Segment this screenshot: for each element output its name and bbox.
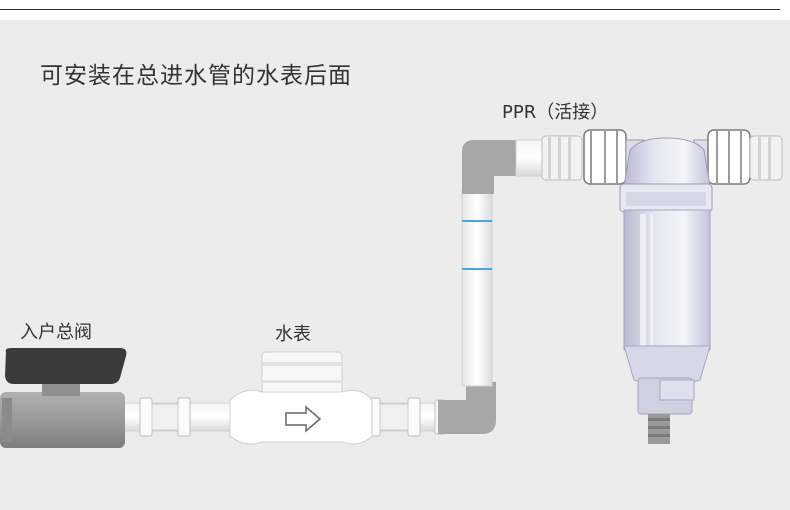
vertical-riser [461, 189, 493, 387]
outlet-pipe [515, 135, 583, 181]
main-valve [0, 348, 127, 448]
top-elbow [462, 140, 518, 194]
label-water-meter: 水表 [275, 324, 311, 345]
label-main-valve: 入户总阀 [20, 322, 92, 343]
bottom-elbow [438, 382, 496, 434]
label-ppr-union: PPR（活接） [502, 102, 609, 123]
arrow-right-icon [285, 405, 322, 433]
top-divider [0, 9, 780, 10]
valve-handle [5, 348, 127, 384]
prefilter [619, 137, 713, 444]
water-meter [229, 351, 373, 445]
pipe-union-left [139, 397, 191, 437]
headline: 可安装在总进水管的水表后面 [40, 63, 352, 89]
pipe-union-right [367, 397, 446, 437]
